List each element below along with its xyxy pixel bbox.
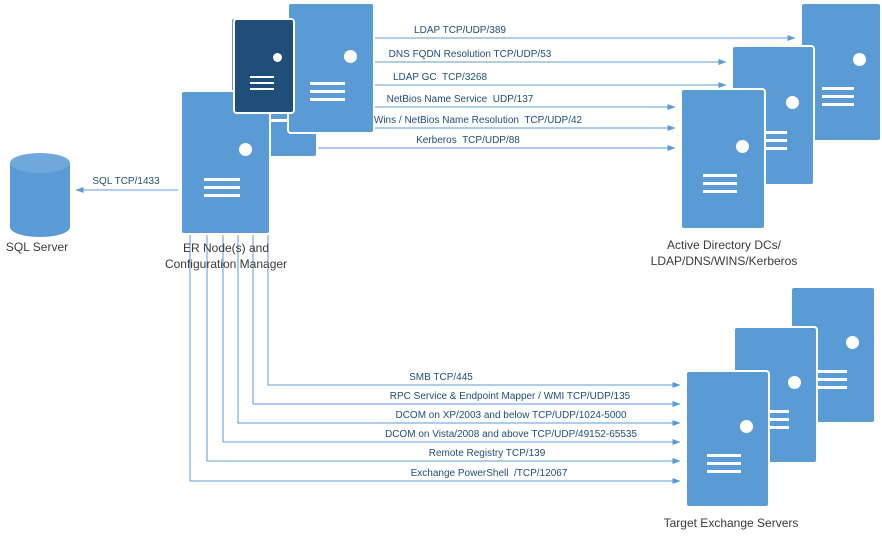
- label-sql-port: SQL TCP/1433: [92, 176, 160, 187]
- server-vents-icon: [310, 82, 346, 102]
- er-server-top-icon: [287, 2, 375, 134]
- label-rpc-wmi-135: RPC Service & Endpoint Mapper / WMI TCP/…: [389, 391, 631, 402]
- er-node-title-line2: Configuration Manager: [164, 257, 288, 271]
- wire-exchange-powershell: [189, 233, 681, 484]
- server-vents-icon: [821, 86, 855, 106]
- wire-dcom-vista: [222, 233, 681, 445]
- ad-server-front-icon: [680, 88, 766, 230]
- server-vents-icon: [203, 178, 241, 197]
- er-server-front-icon: [180, 90, 271, 235]
- server-led-icon: [853, 52, 867, 66]
- server-led-icon: [740, 420, 754, 434]
- wire-remote-registry-139: [206, 233, 681, 464]
- sql-database-cylinder-icon: [8, 152, 72, 243]
- label-netbios-137: NetBios Name Service UDP/137: [386, 94, 534, 105]
- label-smb-445: SMB TCP/445: [409, 372, 473, 383]
- wire-dcom-xp: [237, 233, 681, 426]
- label-dcom-vista: DCOM on Vista/2008 and above TCP/UDP/491…: [384, 429, 638, 440]
- label-exchange-powershell: Exchange PowerShell /TCP/12067: [410, 468, 568, 479]
- server-vents-icon: [707, 453, 742, 473]
- label-dcom-xp: DCOM on XP/2003 and below TCP/UDP/1024-5…: [395, 410, 627, 421]
- server-led-icon: [846, 336, 860, 350]
- label-ldap-389: LDAP TCP/UDP/389: [414, 25, 506, 36]
- er-server-dark-icon: [233, 18, 295, 114]
- exchange-servers-title: Target Exchange Servers: [663, 516, 799, 530]
- exchange-server-front-icon: [685, 370, 770, 508]
- active-directory-title-line1: Active Directory DCs/: [666, 238, 782, 252]
- label-kerberos-88: Kerberos TCP/UDP/88: [416, 135, 520, 146]
- wire-rpc-wmi-135: [252, 233, 681, 407]
- wire-smb-445: [267, 233, 681, 388]
- server-led-icon: [785, 96, 799, 110]
- server-vents-icon: [702, 174, 737, 194]
- server-led-icon: [788, 376, 802, 390]
- label-wins-42: Wins / NetBios Name Resolution TCP/UDP/4…: [373, 115, 583, 126]
- server-led-icon: [239, 142, 253, 156]
- server-vents-icon: [249, 76, 274, 91]
- er-node-title-line1: ER Node(s) and: [182, 241, 270, 255]
- sql-server-title: SQL Server: [5, 240, 69, 254]
- server-led-icon: [273, 53, 283, 63]
- active-directory-title-line2: LDAP/DNS/WINS/Kerberos: [650, 254, 798, 268]
- server-vents-icon: [812, 369, 847, 389]
- label-ldap-gc-3268: LDAP GC TCP/3268: [392, 72, 488, 83]
- server-led-icon: [736, 139, 750, 153]
- label-dns-53: DNS FQDN Resolution TCP/UDP/53: [388, 49, 552, 60]
- server-led-icon: [344, 50, 358, 64]
- label-remote-registry-139: Remote Registry TCP/139: [428, 448, 546, 459]
